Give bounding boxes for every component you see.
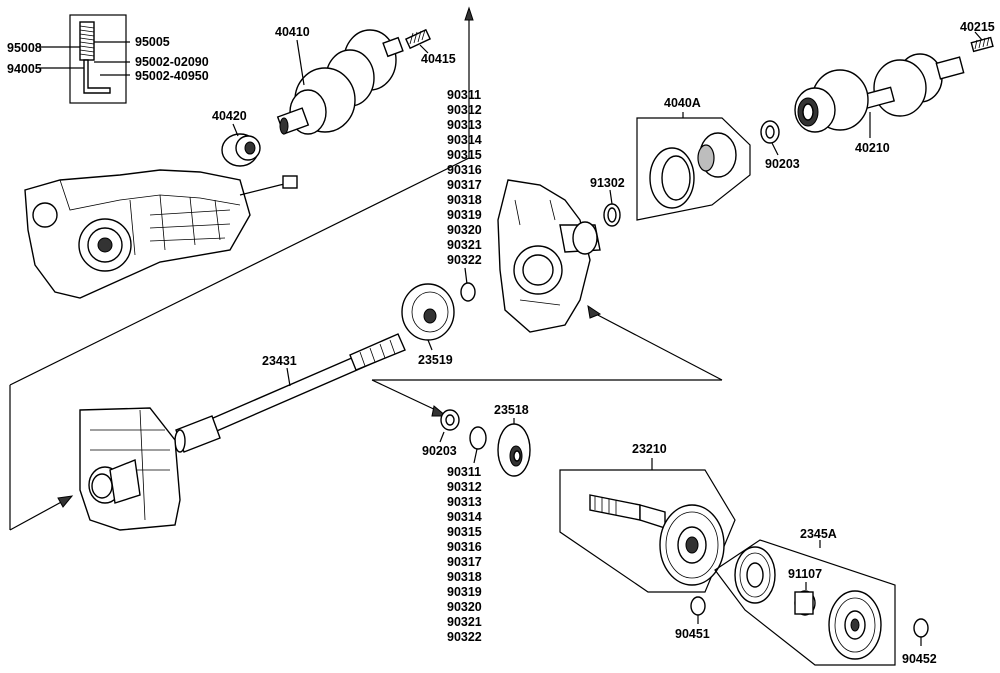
label-95002-40950: 95002-40950 [135, 69, 209, 83]
label-40210: 40210 [855, 141, 890, 155]
gear-shaft-group [559, 469, 736, 593]
shim-upper-2: 90313 [447, 118, 482, 132]
assembly-boundary-lines [9, 6, 474, 531]
shim-lower-7: 90318 [447, 570, 482, 584]
label-40410: 40410 [275, 25, 310, 39]
label-95008: 95008 [7, 41, 42, 55]
shim-lower-9: 90320 [447, 600, 482, 614]
shim-upper-9: 90320 [447, 223, 482, 237]
shim-lower-1: 90312 [447, 480, 482, 494]
boot-kit-inset [40, 14, 130, 104]
pin-icon [83, 59, 111, 94]
shim-lower-4: 90315 [447, 525, 482, 539]
center-boundary-lines [371, 304, 723, 417]
upper-cover-plate [401, 283, 455, 341]
shim-upper-7: 90318 [447, 193, 482, 207]
shim-upper-4: 90315 [447, 148, 482, 162]
left-axle-cv-joint [276, 29, 404, 135]
label-23518: 23518 [494, 403, 529, 417]
shim-lower-3: 90314 [447, 510, 482, 524]
shim-upper-5: 90316 [447, 163, 482, 177]
seal-ring-icon [603, 203, 621, 227]
shim-lower-0: 90311 [447, 465, 481, 479]
long-shaft [174, 333, 406, 453]
left-bearing-icon [221, 133, 261, 167]
right-spring-icon [970, 36, 994, 53]
label-90451: 90451 [675, 627, 710, 641]
shim-upper-11: 90322 [447, 253, 482, 267]
spring-coil-icon [79, 21, 95, 61]
washer-b-icon [913, 618, 929, 638]
label-90203-lower: 90203 [422, 444, 457, 458]
shim-lower-6: 90317 [447, 555, 482, 569]
shim-upper-6: 90317 [447, 178, 482, 192]
label-90452: 90452 [902, 652, 937, 666]
label-91107: 91107 [788, 567, 822, 581]
washer-a-icon [690, 596, 706, 616]
label-40415: 40415 [421, 52, 456, 66]
shim-lower-5: 90316 [447, 540, 482, 554]
shim-upper-10: 90321 [447, 238, 482, 252]
label-40215: 40215 [960, 20, 995, 34]
boot-kit-group-outline [636, 117, 751, 221]
label-94005: 94005 [7, 62, 42, 76]
upper-shim-list: 90311 90312 90313 90314 90315 90316 9031… [447, 88, 482, 267]
right-axle-cv-joint [794, 53, 965, 133]
lower-shim-list: 90311 90312 90313 90314 90315 90316 9031… [447, 465, 482, 644]
label-23519: 23519 [418, 353, 453, 367]
left-spring-icon [404, 28, 432, 50]
label-2345A: 2345A [800, 527, 837, 541]
shim-lower-8: 90319 [447, 585, 482, 599]
lower-cover-plate [497, 423, 531, 477]
lower-housing [79, 407, 181, 531]
shim-upper-1: 90312 [447, 103, 482, 117]
shim-upper-0: 90311 [447, 88, 481, 102]
label-4040A: 4040A [664, 96, 701, 110]
label-90203-upper: 90203 [765, 157, 800, 171]
gear-set-group [714, 539, 896, 666]
label-23210: 23210 [632, 442, 667, 456]
label-95002-02090: 95002-02090 [135, 55, 209, 69]
shim-lower-10: 90321 [447, 615, 482, 629]
center-housing [497, 179, 601, 333]
shim-upper-8: 90319 [447, 208, 482, 222]
shim-lower-11: 90322 [447, 630, 482, 644]
label-40420: 40420 [212, 109, 247, 123]
label-23431: 23431 [262, 354, 297, 368]
lower-washer-icon [469, 426, 487, 450]
label-91302: 91302 [590, 176, 625, 190]
shim-upper-3: 90314 [447, 133, 482, 147]
transmission-housing [24, 169, 298, 299]
label-95005: 95005 [135, 35, 170, 49]
lower-nut-icon [440, 409, 460, 431]
upper-nut-icon [760, 120, 780, 144]
upper-shim-ring-icon [460, 282, 476, 302]
shim-lower-2: 90313 [447, 495, 482, 509]
